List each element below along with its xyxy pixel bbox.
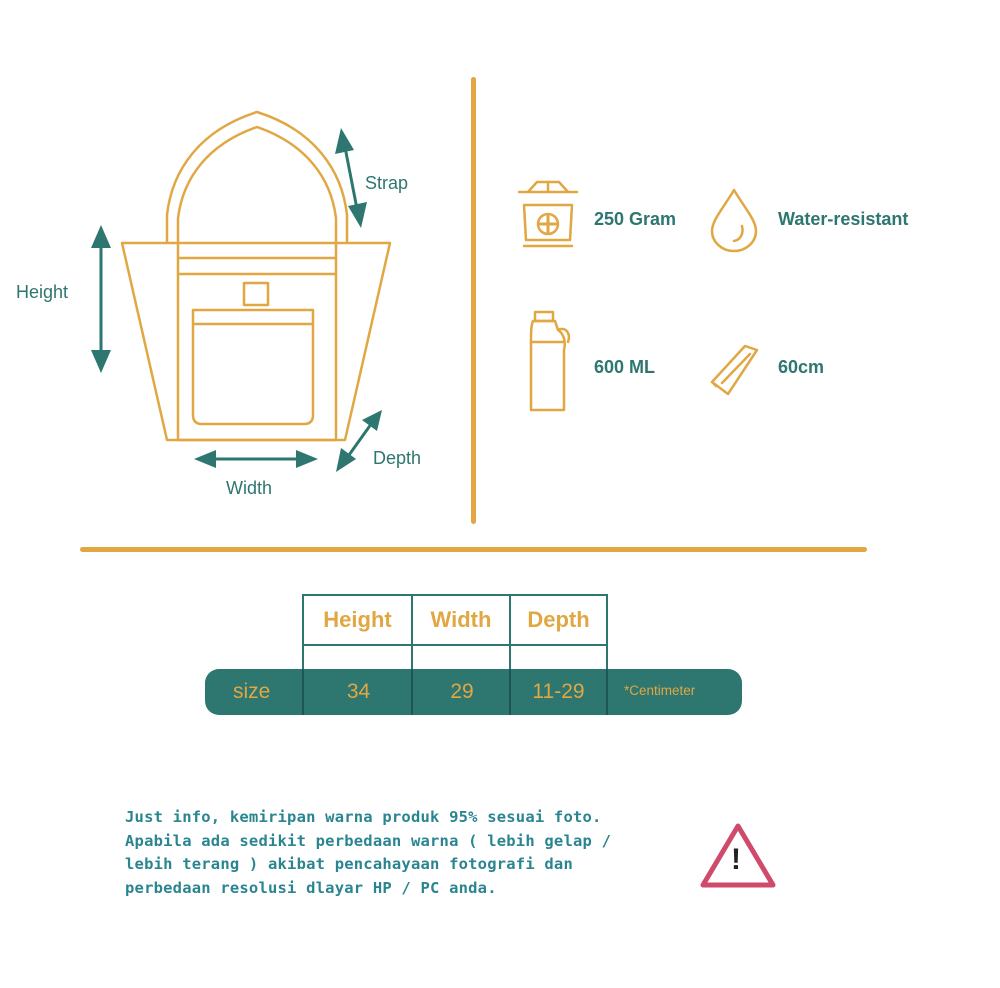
size-row-label: size: [233, 680, 271, 703]
horizontal-divider: [80, 547, 867, 552]
height-arrow: [91, 225, 111, 373]
header-height: Height: [302, 594, 413, 646]
note-line: perbedaan resolusi dlayar HP / PC anda.: [125, 878, 497, 897]
bag-strap-outer: [165, 110, 349, 243]
table-spacer: [509, 644, 608, 670]
spec-strap-length: 60cm: [778, 357, 825, 377]
bag-inner-panel: [176, 243, 338, 440]
height-label: Height: [16, 282, 69, 302]
value-depth: 11-29: [509, 669, 608, 715]
bag-body-outline: [120, 241, 392, 442]
header-depth: Depth: [509, 594, 608, 646]
note-line: lebih terang ) akibat pencahayaan fotogr…: [125, 855, 573, 873]
strap-label: Strap: [365, 173, 409, 193]
table-spacer: [302, 644, 413, 670]
bag-pocket: [191, 308, 315, 426]
depth-label: Depth: [373, 448, 422, 468]
scale-icon: [517, 180, 579, 248]
value-width: 29: [411, 669, 511, 715]
table-spacer: [411, 644, 511, 670]
water-drop-icon: [710, 188, 758, 253]
note-line: Apabila ada sedikit perbedaan warna ( le…: [125, 831, 612, 850]
bottle-icon: [529, 310, 571, 412]
bag-tab: [242, 281, 270, 307]
width-label: Width: [226, 478, 273, 498]
bag-strap-inner: [176, 125, 338, 243]
note-line: Just info, kemiripan warna produk 95% se…: [125, 808, 602, 826]
spec-water-resistant: Water-resistant: [778, 209, 909, 229]
spec-capacity: 600 ML: [594, 357, 656, 377]
spec-weight: 250 Gram: [594, 209, 677, 229]
strap-length-icon: [710, 344, 759, 396]
header-width: Width: [411, 594, 511, 646]
vertical-divider: [471, 77, 476, 524]
warning-icon: [700, 823, 776, 888]
unit-note: *Centimeter: [624, 683, 696, 698]
size-row: [205, 669, 742, 715]
value-height: 34: [302, 669, 413, 715]
warning-exclamation: !: [731, 843, 741, 876]
strap-arrow: [335, 128, 367, 228]
color-disclaimer: Just info, kemiripan warna produk 95% se…: [125, 806, 685, 900]
depth-arrow: [336, 410, 382, 472]
width-arrow: [194, 450, 318, 468]
